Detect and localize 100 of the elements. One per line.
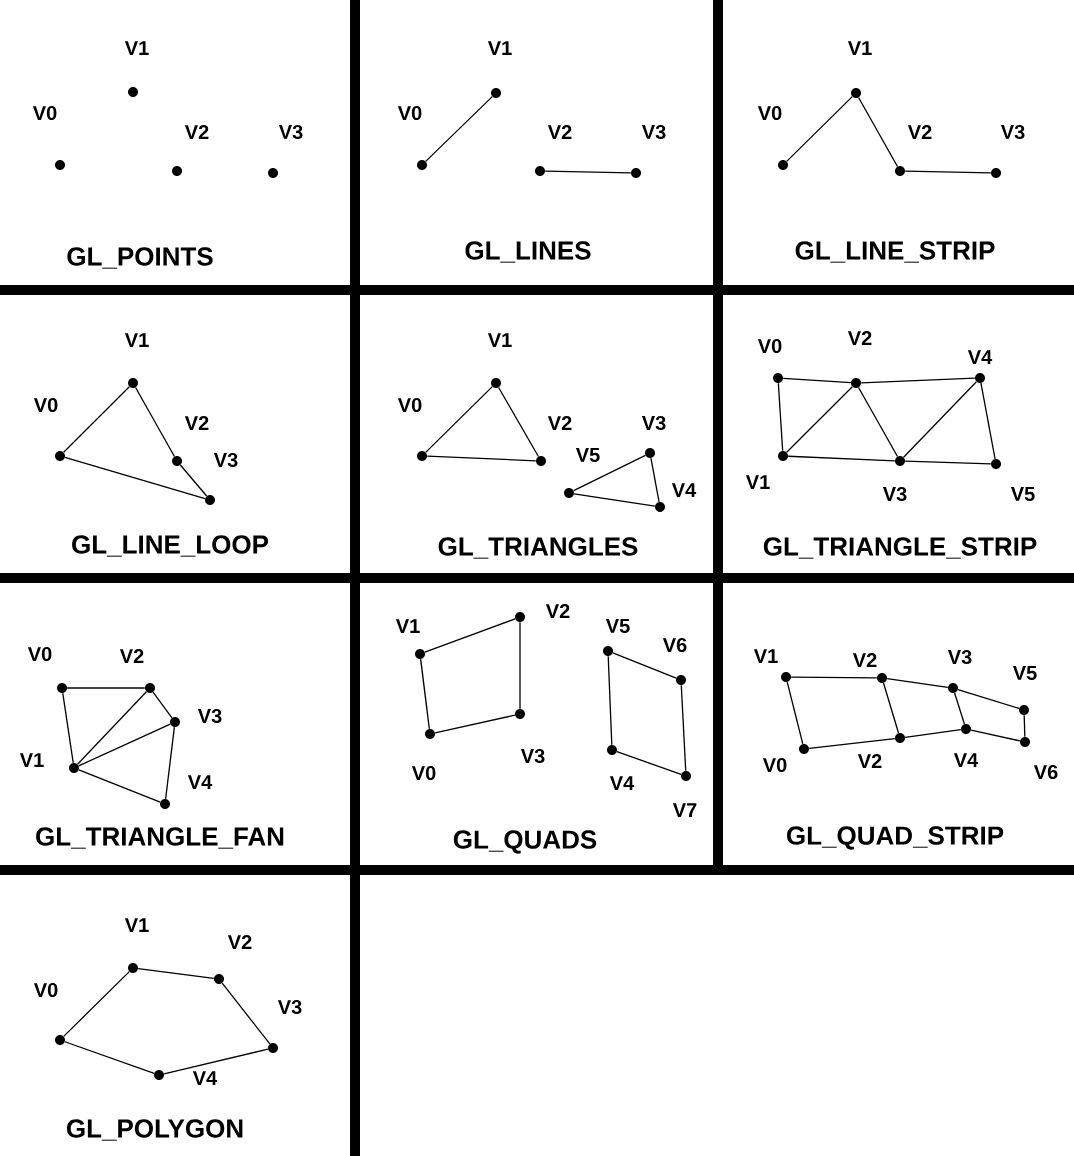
line-segment xyxy=(544,170,632,174)
vertex-label: V0 xyxy=(32,105,57,121)
vertex-label: V4 xyxy=(671,483,697,497)
line-segment xyxy=(953,692,966,725)
vertex-label: V1 xyxy=(19,753,44,767)
line-segment xyxy=(425,95,493,163)
line-segment xyxy=(497,386,540,458)
line-segment xyxy=(165,726,175,800)
vertex-label: V0 xyxy=(762,757,787,773)
line-segment xyxy=(860,377,976,384)
vertex-label: V5 xyxy=(1012,666,1037,680)
vertex-label: V3 xyxy=(278,124,303,140)
line-segment xyxy=(904,460,992,465)
vertex-label: V7 xyxy=(672,803,697,817)
line-segment xyxy=(970,729,1021,742)
vertex-label: V0 xyxy=(27,646,52,662)
vertex-label: V3 xyxy=(1000,124,1025,140)
vertex-label: V3 xyxy=(520,748,545,764)
vertex-label: V0 xyxy=(33,982,58,998)
vertex-label: V6 xyxy=(1033,764,1058,780)
vertex-label: V4 xyxy=(187,775,213,789)
vertex-label: V1 xyxy=(395,619,420,633)
vertex-label: V2 xyxy=(547,125,572,139)
line-segment xyxy=(882,682,900,734)
line-segment xyxy=(616,751,682,775)
line-segment xyxy=(163,1048,269,1075)
line-segment xyxy=(420,658,430,730)
line-segment xyxy=(787,455,896,462)
line-segment xyxy=(64,456,206,500)
vertex-label: V3 xyxy=(197,708,222,724)
vertex-label: V1 xyxy=(124,41,149,55)
vertex-label: V5 xyxy=(575,448,600,462)
line-segment xyxy=(137,968,215,979)
vertex-label: V1 xyxy=(124,918,149,932)
vertex-label: V4 xyxy=(967,350,993,364)
line-segment xyxy=(76,691,148,765)
vertex-label: V2 xyxy=(227,935,252,949)
vertex-label: V2 xyxy=(184,125,209,139)
vertex-label: V6 xyxy=(662,637,687,653)
vertex-label: V4 xyxy=(609,776,635,790)
line-segment xyxy=(425,386,493,453)
vertex-label: V1 xyxy=(847,41,872,55)
vertex-label: V2 xyxy=(545,604,570,618)
line-segment xyxy=(64,1041,155,1074)
vertex-label: V5 xyxy=(1010,487,1035,501)
line-segment xyxy=(857,96,899,168)
line-segment xyxy=(650,457,660,503)
vertex-label: V3 xyxy=(947,649,972,665)
line-segment xyxy=(777,382,784,452)
line-segment xyxy=(434,714,516,734)
line-segment xyxy=(612,652,677,679)
vertex-label: V3 xyxy=(641,124,666,140)
vertex-label: V2 xyxy=(184,416,209,430)
line-segment xyxy=(607,655,613,746)
line-segment xyxy=(426,455,537,462)
vertex-label: V1 xyxy=(745,475,770,489)
line-segment xyxy=(786,386,853,453)
line-segment xyxy=(957,688,1020,710)
line-segment xyxy=(680,684,687,772)
vertex-label: V0 xyxy=(397,397,422,413)
line-segment xyxy=(179,464,208,497)
line-segment xyxy=(857,386,899,458)
vertex-label: V0 xyxy=(757,338,782,354)
vertex-label: V0 xyxy=(411,765,436,781)
vertex-label: V1 xyxy=(487,333,512,347)
vertex-label: V3 xyxy=(277,999,302,1015)
line-segment xyxy=(134,386,176,458)
line-segment xyxy=(152,691,173,719)
line-segment xyxy=(1023,714,1026,738)
line-segment xyxy=(66,687,146,689)
line-segment xyxy=(424,618,516,653)
line-segment xyxy=(786,96,853,162)
line-segment xyxy=(904,729,962,738)
vertex-label: V1 xyxy=(753,649,778,663)
line-segment xyxy=(62,692,74,764)
vertex-label: V5 xyxy=(605,619,630,633)
line-segment xyxy=(573,493,656,507)
vertex-label: V1 xyxy=(487,41,512,55)
vertex-label: V0 xyxy=(33,397,58,413)
line-segment xyxy=(790,676,878,679)
line-segment xyxy=(786,681,804,745)
line-segment xyxy=(63,971,130,1037)
line-segment xyxy=(63,386,130,453)
vertex-label: V3 xyxy=(641,415,666,431)
line-segment xyxy=(902,381,978,458)
line-segment xyxy=(886,678,949,688)
line-segment xyxy=(782,377,852,384)
line-segment xyxy=(78,769,161,803)
vertex-label: V3 xyxy=(213,452,238,468)
line-segment xyxy=(221,982,271,1045)
vertex-label: V0 xyxy=(397,105,422,121)
vertex-label: V3 xyxy=(882,486,907,502)
vertex-label: V2 xyxy=(847,331,872,345)
vertex-label: V2 xyxy=(907,125,932,139)
line-segment xyxy=(573,454,646,492)
vertex-label: V2 xyxy=(857,754,882,768)
vertex-label: V2 xyxy=(547,416,572,430)
vertex-label: V0 xyxy=(757,105,782,121)
vertex-label: V4 xyxy=(192,1071,218,1085)
line-segment xyxy=(78,723,171,767)
